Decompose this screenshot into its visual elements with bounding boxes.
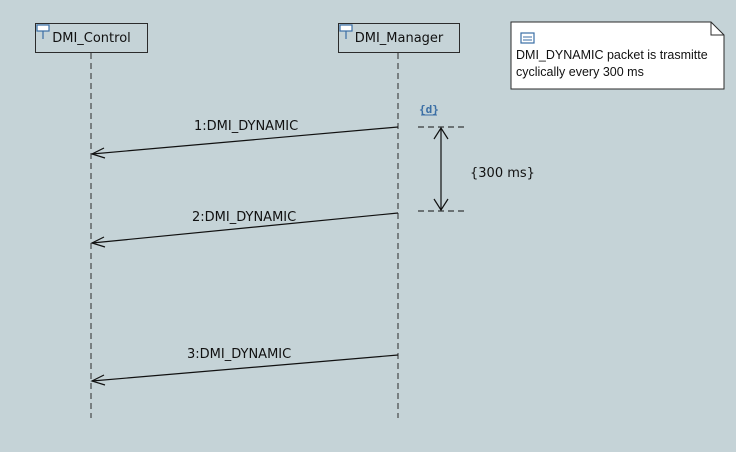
lifeline-icon <box>36 24 50 39</box>
note-box[interactable] <box>510 21 725 90</box>
note-text: DMI_DYNAMIC packet is trasmitte cyclical… <box>516 48 708 79</box>
duration-constraint-marker[interactable] <box>418 126 464 212</box>
lifeline-dmi-control[interactable]: DMI_Control <box>35 23 148 53</box>
duration-constraint-label: {300 ms} <box>470 166 535 181</box>
lifeline-dmi-manager[interactable]: DMI_Manager <box>338 23 460 53</box>
note-icon <box>520 32 535 44</box>
message-2-label: 2:DMI_DYNAMIC <box>192 210 297 225</box>
message-3-label: 3:DMI_DYNAMIC <box>187 347 292 362</box>
svg-text:{d}: {d} <box>419 103 439 116</box>
message-1-label: 1:DMI_DYNAMIC <box>194 119 299 134</box>
message-3-arrow[interactable] <box>90 354 399 386</box>
lifeline-icon <box>339 24 353 39</box>
duration-constraint-icon: {d} <box>419 103 439 116</box>
message-1-arrow[interactable] <box>90 126 399 159</box>
lifeline-label: DMI_Manager <box>354 30 444 46</box>
message-2-arrow[interactable] <box>90 212 399 248</box>
lifeline-label: DMI_Control <box>52 30 131 46</box>
